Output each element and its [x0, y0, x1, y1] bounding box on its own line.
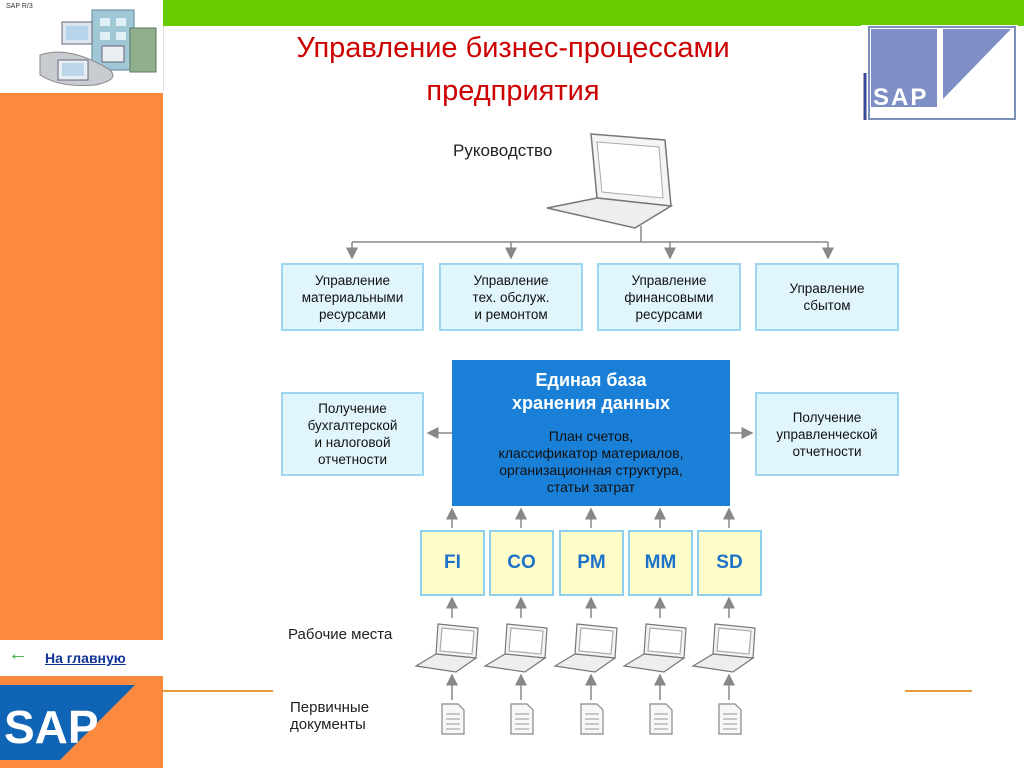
- document-icon: [580, 703, 604, 735]
- sap-r3-thumbnail: [0, 0, 164, 93]
- database-title: Единая база хранения данных: [512, 370, 670, 413]
- divider-line-left: [163, 690, 273, 692]
- laptop-icon: [553, 623, 618, 673]
- management-label: Руководство: [453, 141, 553, 160]
- documents-label: Первичные документы: [290, 699, 370, 733]
- box-sales: Управление сбытом: [755, 263, 899, 331]
- workplaces-label: Рабочие места: [288, 626, 393, 643]
- laptop-icon: [483, 623, 548, 673]
- laptop-icon: [691, 623, 756, 673]
- thumbnail-caption: SAP R/3: [6, 3, 33, 10]
- module-mm: MM: [628, 530, 693, 596]
- workstation-laptops: [414, 623, 756, 673]
- top-green-bar: [163, 0, 1024, 26]
- module-sd: SD: [697, 530, 762, 596]
- document-icon: [441, 703, 465, 735]
- box-financial-resources: Управление финансовыми ресурсами: [597, 263, 741, 331]
- management-laptop-icon: [546, 133, 674, 229]
- module-fi: FI: [420, 530, 485, 596]
- laptop-icon: [414, 623, 479, 673]
- box-material-resources: Управление материальными ресурсами: [281, 263, 424, 331]
- sap-logo-bottom: SAP: [0, 685, 135, 760]
- sap-logo: SAP: [861, 25, 1018, 120]
- sap-logo-text: SAP: [873, 84, 928, 111]
- laptop-icon: [622, 623, 687, 673]
- home-link[interactable]: На главную: [45, 650, 126, 666]
- document-icon: [510, 703, 534, 735]
- document-icons: [441, 703, 742, 735]
- page-title-line1: Управление бизнес-процессами: [296, 32, 730, 64]
- sap-logo-bottom-text: SAP: [4, 701, 99, 753]
- document-icon: [649, 703, 673, 735]
- divider-line-right: [905, 690, 972, 692]
- page-title-line2: предприятия: [426, 75, 600, 107]
- box-management-reports: Получение управленческой отчетности: [755, 392, 899, 476]
- module-co: CO: [489, 530, 554, 596]
- back-arrow-icon[interactable]: ←: [8, 643, 28, 665]
- document-icon: [718, 703, 742, 735]
- box-maintenance-repair: Управление тех. обслуж. и ремонтом: [439, 263, 583, 331]
- box-accounting-reports: Получение бухгалтерской и налоговой отче…: [281, 392, 424, 476]
- computers-illustration-icon: [39, 9, 157, 86]
- home-link-area: [0, 640, 163, 676]
- central-database-box: [452, 360, 730, 506]
- database-description: План счетов, классификатор материалов, о…: [498, 428, 684, 495]
- module-pm: PM: [559, 530, 624, 596]
